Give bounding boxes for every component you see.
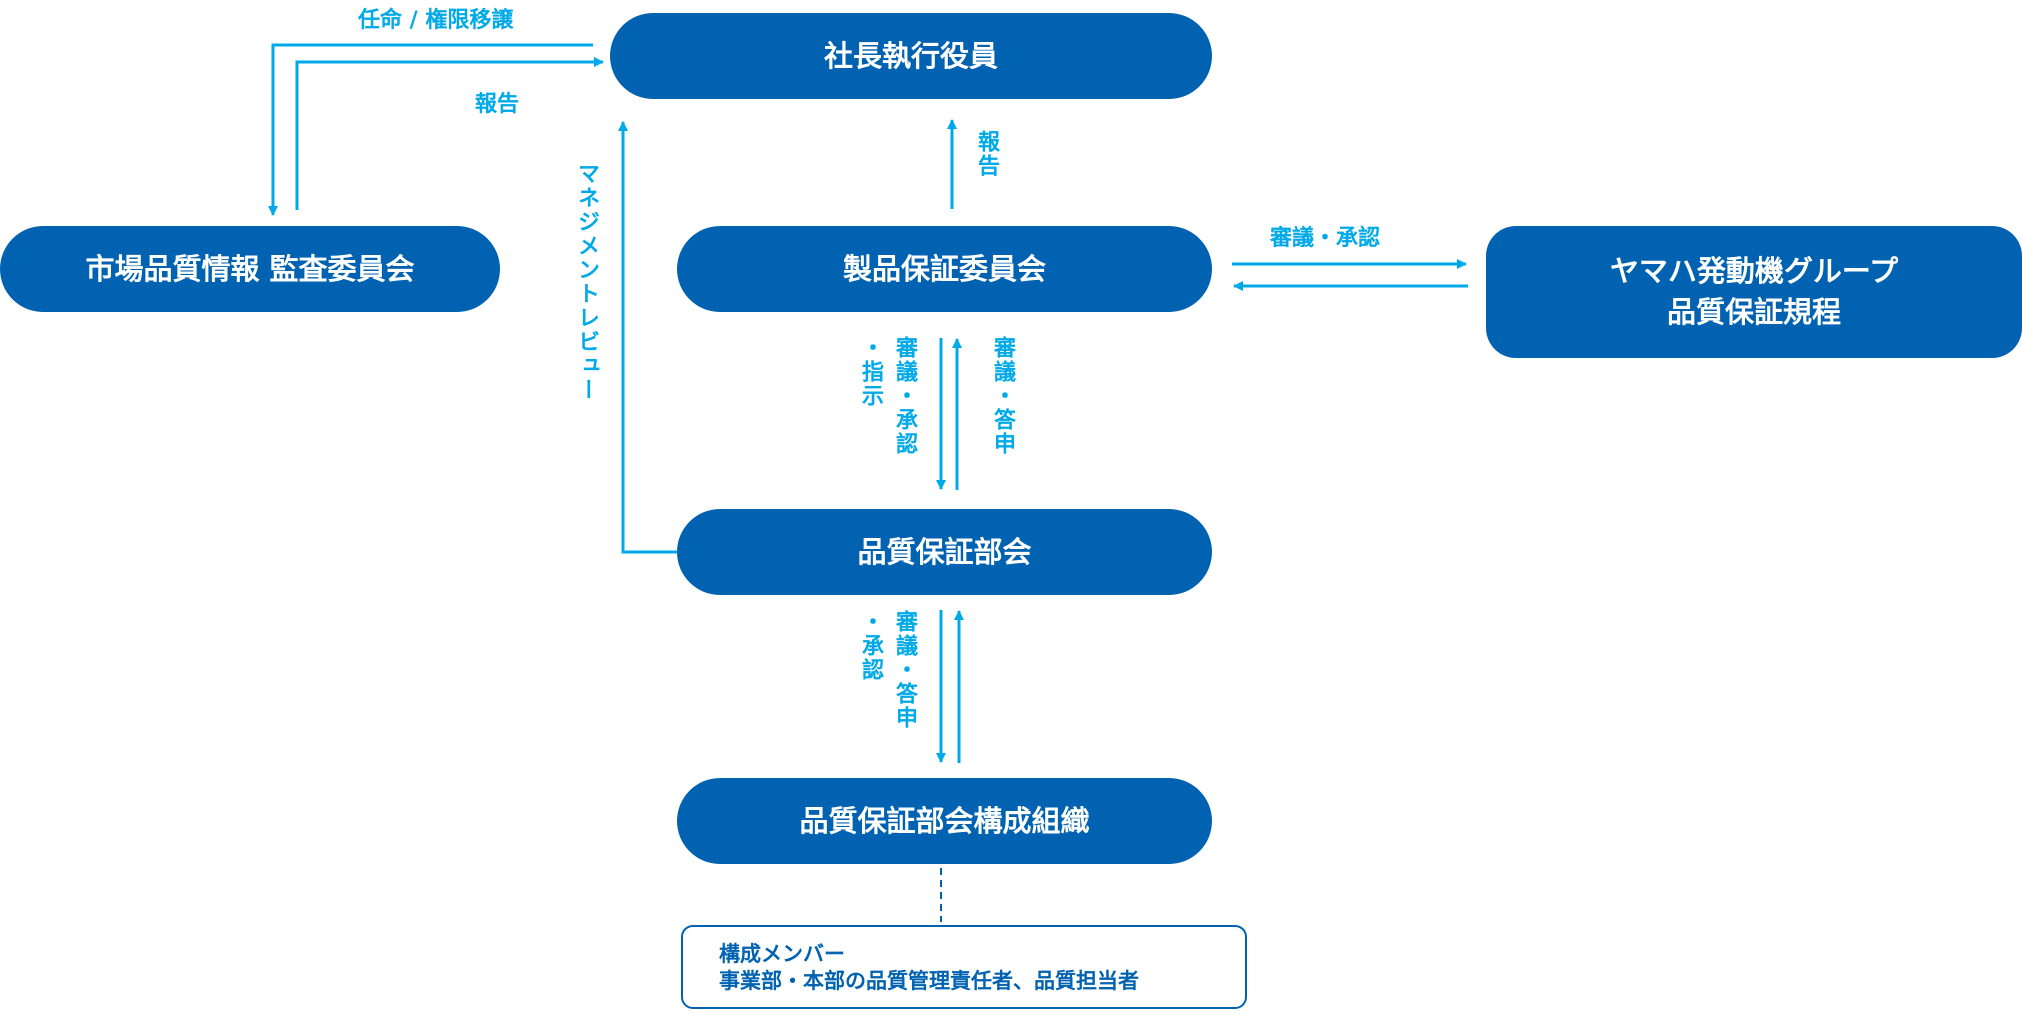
label-deliberate-approve: 審議・承認	[1270, 226, 1381, 251]
node-president: 社長執行役員	[610, 13, 1212, 99]
label-report-center: 報告	[974, 130, 999, 178]
node-market-audit: 市場品質情報 監査委員会	[0, 226, 500, 312]
label-report-left: 報告	[475, 92, 520, 117]
label-pc-up: 審議・答申	[990, 336, 1015, 456]
node-qa-council: 品質保証部会	[677, 509, 1212, 595]
node-qa-org: 品質保証部会構成組織	[677, 778, 1212, 864]
label-appoint: 任命 / 権限移譲	[358, 8, 514, 33]
member-text: 事業部・本部の品質管理責任者、品質担当者	[719, 969, 1139, 994]
group-rules-line1: ヤマハ発動機グループ	[1609, 254, 1899, 289]
group-rules-line2: 品質保証規程	[1666, 295, 1841, 329]
label-management-review: マネジメントレビュー	[574, 162, 599, 402]
member-title: 構成メンバー	[719, 942, 845, 966]
appoint-arrow	[268, 43, 593, 216]
report-left-arrow	[295, 57, 604, 210]
management-review-arrow	[618, 121, 677, 554]
label-qa-down: ・承認	[858, 610, 883, 682]
node-group-rules: ヤマハ発動機グループ 品質保証規程	[1486, 226, 2022, 358]
label-pc-down-2: ・指示	[858, 336, 883, 408]
node-product-committee: 製品保証委員会	[677, 226, 1212, 312]
label-qa-up: 審議・答申	[892, 610, 917, 730]
member-box: 構成メンバー 事業部・本部の品質管理責任者、品質担当者	[681, 925, 1247, 1009]
label-pc-down-1: 審議・承認	[892, 336, 917, 456]
